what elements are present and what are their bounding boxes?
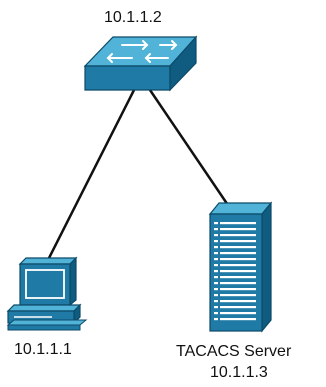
server-slot <box>220 318 256 321</box>
workstation-ip-label: 10.1.1.1 <box>14 341 72 358</box>
server-slot <box>220 234 256 237</box>
server-slot <box>220 282 256 285</box>
server-slot-indicator <box>214 240 218 243</box>
link-switch-server <box>148 89 236 215</box>
server-slot-indicator <box>214 312 218 315</box>
server-slot <box>220 288 256 291</box>
server-slot-indicator <box>214 264 218 267</box>
server-slot <box>220 240 256 243</box>
server-slot-indicator <box>214 276 218 279</box>
server-slot-indicator <box>214 288 218 291</box>
server-slot <box>220 246 256 249</box>
server-slot-indicator <box>214 222 218 225</box>
server-slot <box>220 222 256 225</box>
link-switch-workstation <box>45 89 136 263</box>
server-slot-indicator <box>214 282 218 285</box>
server-slot-indicator <box>214 270 218 273</box>
server-slot-indicator <box>214 318 218 321</box>
server-slot <box>220 252 256 255</box>
server-slot <box>220 258 256 261</box>
server-slot-indicator <box>214 306 218 309</box>
server-slot <box>220 312 256 315</box>
server-slot-indicator <box>214 228 218 231</box>
server-slot-indicator <box>214 234 218 237</box>
server-slot <box>220 306 256 309</box>
server-ip-label: 10.1.1.3 <box>210 364 268 381</box>
server-slot-indicator <box>214 300 218 303</box>
server-slot <box>220 300 256 303</box>
server-slot <box>220 270 256 273</box>
server-slot <box>220 294 256 297</box>
switch-ip-label: 10.1.1.2 <box>104 9 162 26</box>
server-slot-indicator <box>214 258 218 261</box>
network-switch-icon <box>83 35 198 92</box>
server-slot <box>220 264 256 267</box>
server-tower-icon <box>208 201 273 333</box>
server-slot <box>220 228 256 231</box>
server-slot-indicator <box>214 294 218 297</box>
workstation-pc-icon <box>6 256 88 331</box>
server-slot-indicator <box>214 246 218 249</box>
server-name-label: TACACS Server <box>176 343 292 360</box>
server-slot-indicator <box>214 252 218 255</box>
server-slot <box>220 276 256 279</box>
